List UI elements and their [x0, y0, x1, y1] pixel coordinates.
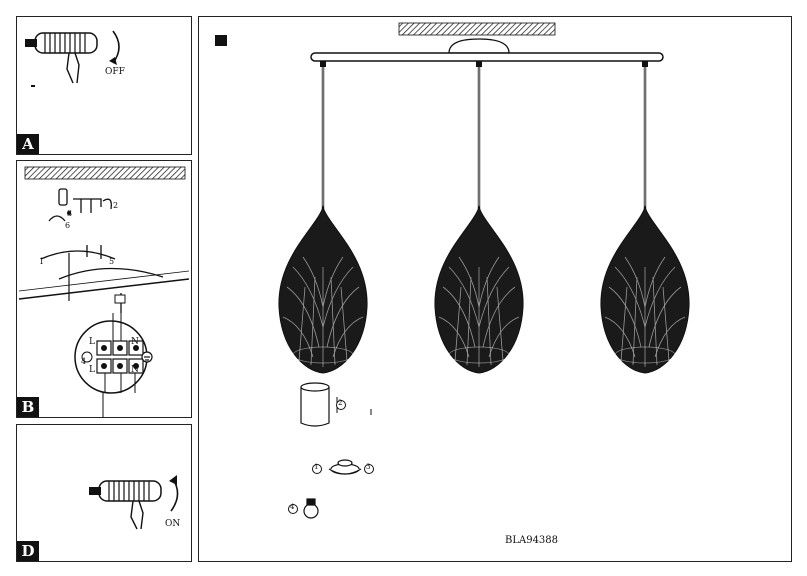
part-marker-ring-right: 3	[366, 463, 371, 471]
panel-letter-b: B	[17, 397, 39, 417]
pendant-shade-left	[278, 206, 368, 374]
panel-letter-a: A	[17, 134, 39, 154]
terminal-label-l-bottom: L	[89, 365, 95, 375]
panel-letter-d: D	[17, 541, 39, 561]
pendant-lamp-diagram	[215, 22, 690, 519]
mounting-illustration	[18, 166, 190, 417]
step-marker: 5	[109, 257, 115, 266]
ceiling-canopy	[448, 38, 510, 54]
earth-icon	[141, 351, 153, 363]
step-marker: 6	[65, 221, 71, 230]
panel-a: OFF A	[16, 16, 192, 155]
switch-icon	[89, 480, 162, 502]
terminal-label-n-top: N	[131, 337, 139, 347]
switch-state-off: OFF	[105, 67, 125, 77]
switch-off-illustration	[25, 30, 120, 87]
hand-icon	[66, 52, 80, 84]
pendant-shade-middle	[434, 206, 524, 374]
step-marker: 3	[67, 209, 73, 218]
mounting-bar	[310, 52, 664, 62]
part-marker-bulb: 4	[290, 503, 295, 511]
switch-icon	[25, 32, 98, 54]
hand-icon	[130, 500, 144, 530]
panel-b: L N L N 1 2 3 4 5 6 B	[16, 160, 192, 418]
part-marker-socket: 2	[338, 399, 343, 407]
terminal-label-l-top: L	[89, 337, 95, 347]
model-code: BLA94388	[505, 535, 559, 546]
step-marker: 2	[113, 201, 119, 210]
bulb-icon	[303, 498, 319, 519]
step-marker: 4	[81, 357, 87, 366]
ceiling-hatch-icon	[24, 166, 186, 180]
panel-letter-marker	[215, 35, 227, 46]
lamp-socket-part	[300, 382, 338, 427]
pendant-shade-right	[600, 206, 690, 374]
panel-d: ON D	[16, 424, 192, 562]
panel-main: 2 1 3 4 BLA94388	[198, 16, 792, 562]
ceiling-hatch-icon	[398, 22, 556, 36]
switch-on-illustration	[89, 475, 179, 530]
part-marker-ring-left: 1	[314, 463, 319, 471]
switch-state-on: ON	[165, 519, 181, 529]
terminal-label-n-bottom: N	[131, 365, 139, 375]
suspension-cords	[321, 67, 647, 209]
bracket-screws	[40, 188, 116, 260]
step-marker: 1	[39, 257, 45, 266]
retaining-ring-part	[328, 459, 362, 475]
